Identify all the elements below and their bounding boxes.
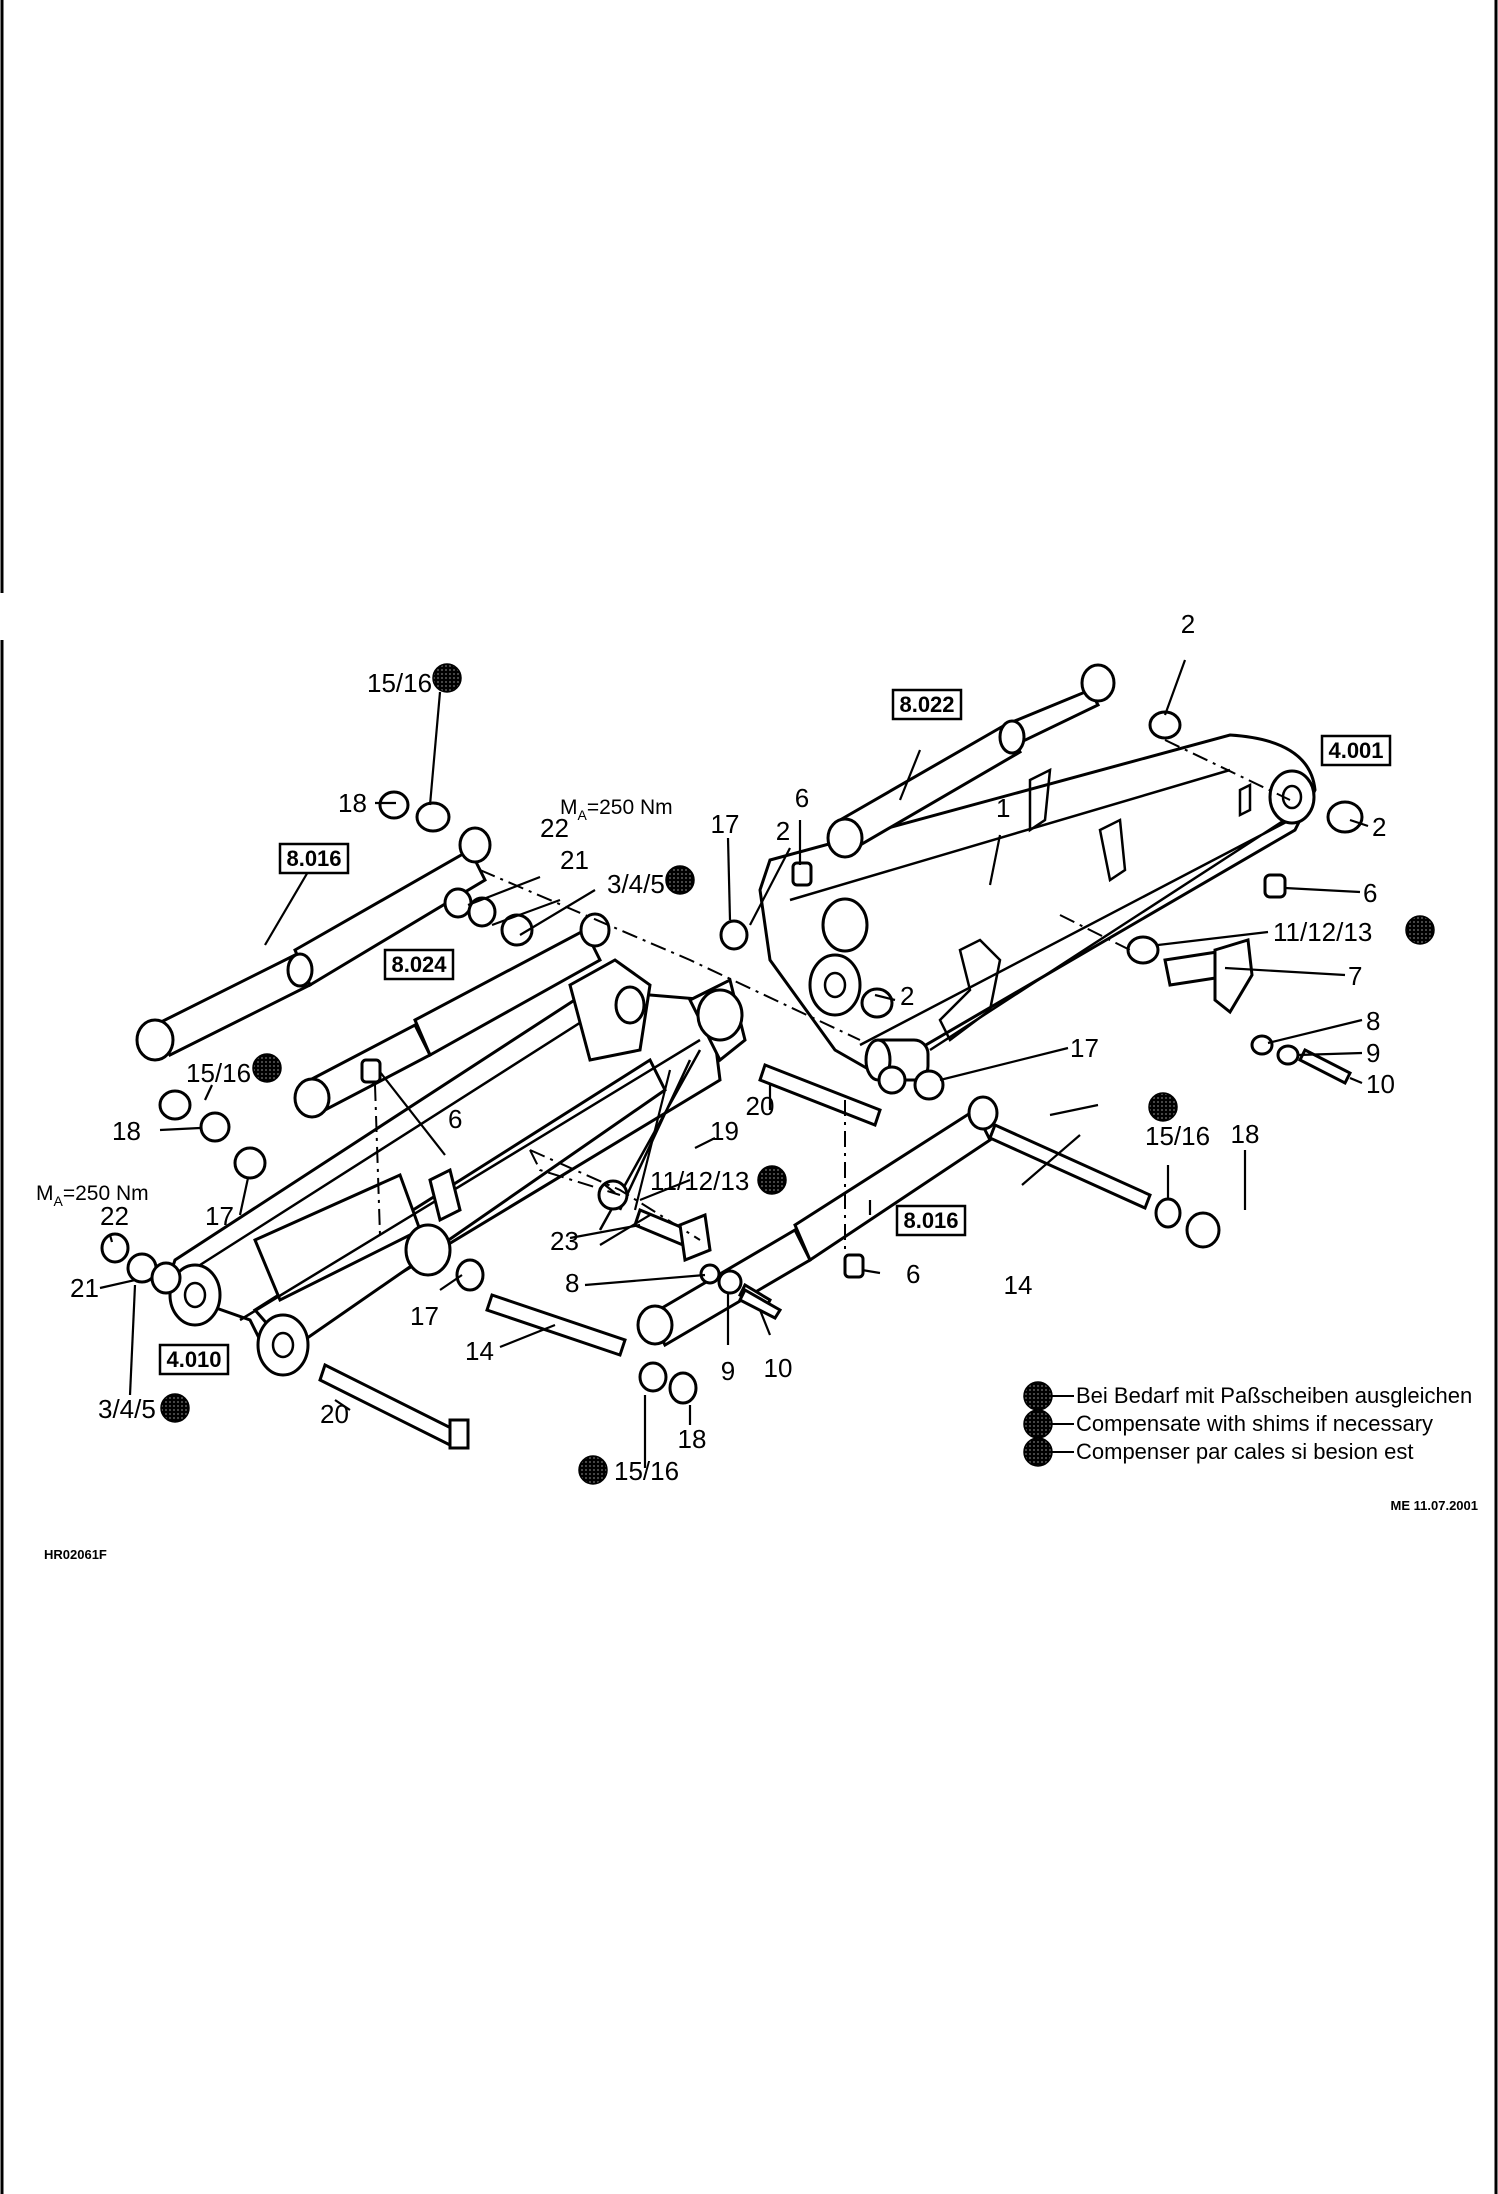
item-label-18: 18 (112, 1116, 141, 1146)
torque-note-upper: MA=250 Nm (560, 796, 673, 823)
legend-line-en: Compensate with shims if necessary (1076, 1411, 1433, 1436)
shim-icon (432, 663, 462, 693)
left-side-small-parts (100, 790, 1221, 1405)
item-label-8: 8 (565, 1268, 579, 1298)
shim-icon (665, 865, 695, 895)
item-label-17: 17 (711, 809, 740, 839)
svg-text:MA=250 Nm: MA=250 Nm (36, 1182, 149, 1209)
shim-icon (252, 1053, 282, 1083)
item-label-6: 6 (906, 1259, 920, 1289)
item-label-1: 1 (996, 793, 1010, 823)
legend: Bei Bedarf mit Paßscheiben ausgleichen C… (1023, 1381, 1472, 1467)
right-side-small-parts (719, 710, 1364, 1279)
item-label-7: 7 (1348, 961, 1362, 991)
boom-arm-upper (758, 733, 1317, 1082)
item-label-14: 14 (1004, 1270, 1033, 1300)
item-label-6: 6 (1363, 878, 1377, 908)
item-label-8: 8 (1366, 1006, 1380, 1036)
item-label-15-16: 15/16 (186, 1058, 251, 1088)
hydraulic-cylinder-8016-left (135, 826, 492, 1062)
ref-label-4001: 4.001 (1328, 738, 1383, 763)
item-label-2: 2 (1372, 812, 1386, 842)
legend-line-fr: Compenser par cales si besion est (1076, 1439, 1414, 1464)
item-numbers: 2 2 6 11/12/13 7 8 9 10 1 6 2 17 2 17 15… (70, 609, 1395, 1486)
shim-markers (160, 663, 1435, 1485)
item-label-15-16: 15/16 (614, 1456, 679, 1486)
item-label-15-16: 15/16 (367, 668, 432, 698)
item-label-2: 2 (1181, 609, 1195, 639)
assembly-lines (374, 739, 1291, 1250)
ref-box-4001 (1320, 734, 1392, 767)
shim-icon (1405, 915, 1435, 945)
item-label-11-12-13: 11/12/13 (1273, 917, 1372, 947)
ref-box-8016-bottom (895, 1204, 967, 1237)
ref-label-8016-left: 8.016 (286, 846, 341, 871)
shim-icon (757, 1165, 787, 1195)
item-label-22: 22 (540, 813, 569, 843)
item-label-18: 18 (338, 788, 367, 818)
ref-label-8024: 8.024 (391, 952, 447, 977)
item-label-15-16: 15/16 (1145, 1121, 1210, 1151)
item-label-18: 18 (678, 1424, 707, 1454)
item-label-20: 20 (746, 1091, 775, 1121)
ref-label-8016-bottom: 8.016 (903, 1208, 958, 1233)
shim-icon (160, 1393, 190, 1423)
item-label-20: 20 (320, 1399, 349, 1429)
reference-boxes: 8.022 4.001 8.016 8.024 8.016 4.010 (158, 688, 1392, 1376)
item-label-2: 2 (900, 981, 914, 1011)
item-label-3-4-5: 3/4/5 (607, 869, 665, 899)
shim-icon (1023, 1381, 1053, 1411)
item-label-17: 17 (205, 1201, 234, 1231)
item-label-9: 9 (721, 1356, 735, 1386)
item-label-2: 2 (776, 816, 790, 846)
item-label-17: 17 (410, 1301, 439, 1331)
item-label-6: 6 (795, 783, 809, 813)
shim-icon (1023, 1437, 1053, 1467)
item-label-17: 17 (1070, 1033, 1099, 1063)
item-label-14: 14 (465, 1336, 494, 1366)
ref-box-8022 (891, 688, 963, 721)
ref-label-4010: 4.010 (166, 1347, 221, 1372)
legend-line-de: Bei Bedarf mit Paßscheiben ausgleichen (1076, 1383, 1472, 1408)
boom-arm-lower (163, 958, 747, 1377)
drawing-number: HR02061F (44, 1547, 107, 1562)
pins-and-bolts (318, 1063, 1152, 1450)
item-label-10: 10 (1366, 1069, 1395, 1099)
hydraulic-cylinder-8022 (826, 663, 1116, 859)
item-label-22: 22 (100, 1201, 129, 1231)
item-label-19: 19 (710, 1116, 739, 1146)
leader-lines (99, 659, 1369, 1468)
shim-icon (1023, 1409, 1053, 1439)
item-label-3-4-5: 3/4/5 (98, 1394, 156, 1424)
date-stamp: ME 11.07.2001 (1391, 1498, 1478, 1513)
ref-label-8022: 8.022 (899, 692, 954, 717)
torque-note-lower: MA=250 Nm (36, 1182, 149, 1209)
svg-text:MA=250 Nm: MA=250 Nm (560, 796, 673, 823)
shim-icon (578, 1455, 608, 1485)
item-label-21: 21 (70, 1273, 99, 1303)
ref-box-8024 (383, 948, 455, 981)
item-label-18: 18 (1231, 1119, 1260, 1149)
item-label-21: 21 (560, 845, 589, 875)
item-label-23: 23 (550, 1226, 579, 1256)
ref-box-8016-left (278, 842, 350, 875)
ref-box-4010 (158, 1343, 230, 1376)
hydraulic-cylinder-8016-bottom (636, 1095, 999, 1348)
item-label-10: 10 (764, 1353, 793, 1383)
item-label-9: 9 (1366, 1038, 1380, 1068)
item-label-11-12-13: 11/12/13 (650, 1166, 749, 1196)
item-label-6: 6 (448, 1104, 462, 1134)
shim-icon (1148, 1092, 1178, 1122)
